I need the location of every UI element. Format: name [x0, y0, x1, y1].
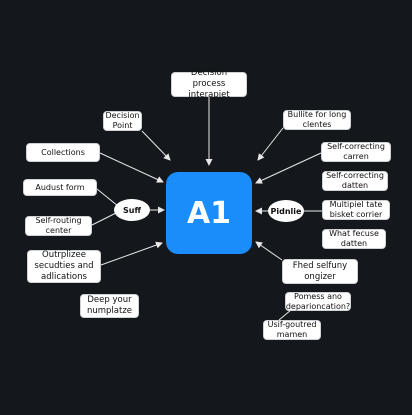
node-text: Usif-goutred: [267, 320, 317, 329]
node-self-correcting-carren: Self-correcting carren: [321, 142, 391, 162]
node-text: datten: [340, 239, 368, 248]
node-fhed: Fhed selfuny ongizer: [282, 259, 358, 284]
node-text: carren: [343, 152, 369, 161]
node-text: Self-correcting: [326, 171, 384, 180]
node-outrplizee: Outrplizee secudties and adlications: [27, 250, 101, 283]
hub-suff: Suff: [114, 199, 150, 221]
node-text: numplatze: [86, 306, 133, 316]
node-text: ongizer: [304, 271, 336, 282]
ai-center-label: A1: [186, 195, 232, 231]
node-text: Multipiel tate: [329, 200, 383, 209]
node-audust-form: Audust form: [23, 179, 97, 196]
node-text: clentes: [302, 120, 332, 129]
arrow-fhed: [255, 241, 283, 261]
arrow-collections: [99, 152, 164, 183]
node-text: Decision: [105, 111, 140, 120]
node-text: Bullite for long: [287, 110, 347, 119]
node-text: Fhed selfuny: [292, 260, 348, 271]
node-text: deparioncation?: [285, 301, 351, 311]
node-text: bisket corrier: [329, 210, 383, 219]
ai-center-node: A1: [166, 172, 252, 254]
node-text: Collections: [41, 147, 85, 157]
arrow-outrplizee: [100, 241, 163, 266]
node-collections: Collections: [26, 143, 100, 162]
node-text: Self-routing: [35, 216, 82, 225]
node-text: Audust form: [35, 182, 85, 192]
arrow-audust: [96, 188, 119, 207]
arrow-decision-point: [141, 130, 171, 161]
arrow-bullite: [257, 127, 284, 161]
node-self-routing: Self-routing center: [25, 216, 92, 236]
node-text: Deep your: [87, 295, 132, 305]
node-text: secudties and: [34, 261, 94, 271]
node-text: datten: [341, 181, 369, 190]
node-text: Outrplizee: [42, 250, 86, 260]
arrow-self-routing: [91, 211, 119, 226]
hub-pidnlie-label: Pidnlie: [270, 206, 302, 216]
node-decision-process: Decision process interapiet: [171, 68, 247, 100]
node-text: adlications: [41, 272, 87, 282]
node-text: Self-correcting: [327, 142, 385, 151]
arrow-pomess-usif: [278, 309, 292, 321]
node-text: center: [45, 226, 72, 235]
hub-pidnlie: Pidnlie: [268, 200, 304, 222]
arrow-self-correcting-1: [255, 152, 322, 184]
node-multipiel: Multipiel tate bisket corrier: [322, 200, 390, 220]
node-text: Point: [112, 121, 133, 130]
node-text: Pomess ano: [294, 291, 342, 301]
node-pomess: Pomess ano deparioncation?: [285, 292, 351, 311]
node-text: interapiet: [188, 90, 230, 100]
node-usif-goutred: Usif-goutred mamen: [263, 320, 321, 340]
node-what-fecuse: What fecuse datten: [322, 229, 386, 249]
node-bullite: Bullite for long clentes: [283, 110, 351, 130]
node-text: What fecuse: [329, 229, 379, 238]
hub-suff-label: Suff: [123, 205, 141, 215]
node-self-correcting-datten: Self-correcting datten: [322, 171, 388, 191]
node-text: mamen: [276, 330, 308, 339]
node-decision-point: Decision Point: [103, 111, 142, 131]
node-text: Decision process: [190, 68, 228, 89]
node-deep-your: Deep your numplatze: [80, 294, 139, 318]
